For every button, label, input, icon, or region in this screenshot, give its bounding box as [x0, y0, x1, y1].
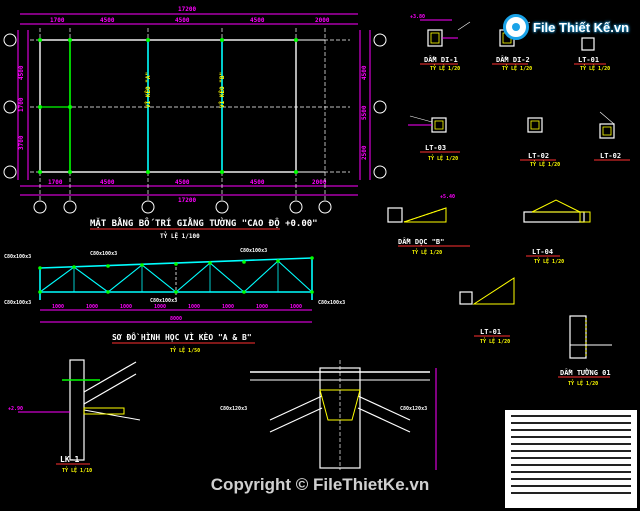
section-lt02-scale: TỶ LỆ 1/20 — [530, 160, 560, 168]
truss-member-label-2: C80x100x3 — [90, 251, 117, 257]
connection-lk1-scale: TỶ LỆ 1/10 — [62, 466, 92, 474]
truss-dim-6: 1000 — [222, 304, 234, 310]
truss-dim-2: 1000 — [86, 304, 98, 310]
truss-member-label-3: C80x100x3 — [240, 248, 267, 254]
lt04-scale: TỶ LỆ 1/20 — [534, 257, 564, 265]
plan-dim-right-3: 2500 — [361, 145, 368, 160]
wall-beam-title: DẦM TƯỜNG 01 — [560, 368, 611, 377]
section-di2-scale: TỶ LỆ 1/20 — [502, 64, 532, 72]
copyright-watermark: Copyright © FileThietKe.vn — [210, 475, 430, 494]
section-lt01-name: LT-01 — [578, 56, 599, 64]
section-lt02-name: LT-02 — [528, 152, 549, 160]
section-di2-name: DẦM DI-2 — [496, 55, 530, 64]
plan-dim-left-2: 1700 — [18, 97, 25, 112]
section-lt01-scale: TỶ LỆ 1/20 — [580, 64, 610, 72]
truss-dim-7: 1000 — [256, 304, 268, 310]
site-logo: File Thiết Kế.vn — [503, 8, 633, 46]
truss-dim-8: 1000 — [290, 304, 302, 310]
lt01-bottom-scale: TỶ LỆ 1/20 — [480, 337, 510, 345]
beam-b-title: DẦM DỌC "B" — [398, 237, 444, 246]
plan-dim-top-1: 1700 — [50, 17, 65, 24]
lt01-bottom-title: LT-01 — [480, 328, 501, 336]
notes-panel — [505, 410, 637, 508]
plan-dim-total-bottom: 17200 — [178, 197, 196, 204]
svg-text:C80x120x3: C80x120x3 — [220, 406, 247, 412]
truss-dim-total: 8000 — [170, 316, 182, 322]
truss-elevation: C80x100x3 C80x100x3 C80x100x3 C80x100x3 … — [4, 248, 345, 354]
svg-text:+3.80: +3.80 — [410, 14, 425, 20]
truss-member-label-5: C80x100x3 — [150, 298, 177, 304]
plan-dim-total: 17200 — [178, 6, 196, 13]
truss-label-a: VÌ KÈO "A" — [144, 72, 152, 108]
plan-dim-bot-3: 4500 — [175, 179, 190, 186]
truss-dim-1: 1000 — [52, 304, 64, 310]
connection-details: +2.90 LK-1 TỶ LỆ 1/10 C80x120x3 C80x120x… — [8, 359, 437, 474]
truss-label-b: VÌ KÈO "B" — [218, 72, 226, 108]
connection-lk1-name: LK-1 — [60, 455, 79, 464]
truss-dim-3: 1000 — [120, 304, 132, 310]
svg-text:LT-02: LT-02 — [600, 152, 621, 160]
section-details: +3.80 DẦM DI-1 TỶ LỆ 1/20 DẦM DI-2 TỶ LỆ… — [387, 14, 630, 387]
plan-title: MẶT BẰNG BỐ TRÍ GIẰNG TƯỜNG "CAO ĐỘ +0.0… — [90, 217, 318, 229]
truss-scale: TỶ LỆ 1/50 — [170, 346, 200, 354]
truss-member-label-6: C80x100x3 — [318, 300, 345, 306]
plan-dim-right-2: 5500 — [361, 105, 368, 120]
beam-b-scale: TỶ LỆ 1/20 — [412, 248, 442, 256]
plan-scale: TỶ LỆ 1/100 — [160, 232, 200, 240]
plan-dim-right-1: 4500 — [361, 65, 368, 80]
section-lt03-scale: TỶ LỆ 1/20 — [428, 154, 458, 162]
section-di1-scale: TỶ LỆ 1/20 — [430, 64, 460, 72]
plan-dim-bot-1: 1700 — [48, 179, 63, 186]
plan-dim-bot-5: 2000 — [312, 179, 327, 186]
plan-dim-top-4: 4500 — [250, 17, 265, 24]
plan-dim-top-5: 2000 — [315, 17, 330, 24]
wall-beam-scale: TỶ LỆ 1/20 — [568, 379, 598, 387]
svg-text:+2.90: +2.90 — [8, 406, 23, 412]
plan-dim-top-3: 4500 — [175, 17, 190, 24]
plan-dim-top-2: 4500 — [100, 17, 115, 24]
plan-dim-left-1: 4500 — [18, 65, 25, 80]
logo-circle-icon — [503, 14, 529, 40]
plan-dim-bot-4: 4500 — [250, 179, 265, 186]
floor-plan: 17200 1700 4500 4500 4500 2000 1700 4500… — [3, 6, 387, 240]
plan-dim-bot-2: 4500 — [100, 179, 115, 186]
truss-dim-5: 1000 — [188, 304, 200, 310]
svg-text:+5.40: +5.40 — [440, 194, 455, 200]
section-di1-name: DẦM DI-1 — [424, 55, 458, 64]
section-lt03-name: LT-03 — [425, 144, 446, 152]
plan-dim-left-3: 3700 — [18, 135, 25, 150]
logo-text: File Thiết Kế.vn — [533, 19, 630, 35]
truss-dim-4: 1000 — [154, 304, 166, 310]
svg-text:C80x120x3: C80x120x3 — [400, 406, 427, 412]
lt04-title: LT-04 — [532, 248, 553, 256]
truss-member-label-4: C80x100x3 — [4, 300, 31, 306]
truss-member-label-1: C80x100x3 — [4, 254, 31, 260]
truss-title: SƠ ĐỒ HÌNH HỌC VÌ KÈO "A & B" — [112, 331, 252, 342]
